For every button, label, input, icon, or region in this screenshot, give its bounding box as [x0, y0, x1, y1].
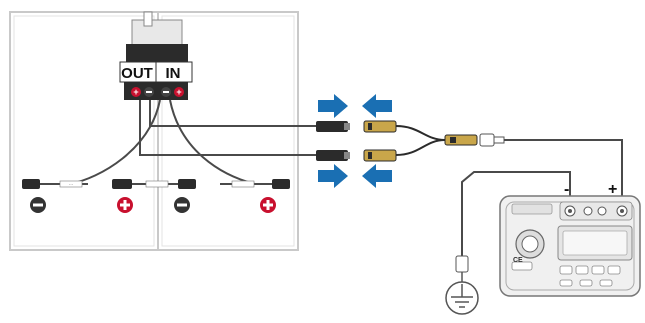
positive-test-lead	[504, 139, 623, 200]
left-minus-badge	[30, 197, 46, 213]
test-probe-plug	[479, 133, 505, 147]
y-cable	[395, 125, 446, 156]
svg-text:···: ···	[69, 182, 73, 187]
mc4-connector-lower-male	[316, 150, 350, 161]
arrow-right-icon-upper	[318, 94, 348, 118]
right-plus-badge	[260, 197, 276, 213]
optimizer-out-plus-terminal: +	[131, 87, 141, 97]
optimizer-out-minus-terminal	[144, 87, 154, 97]
meter-ce-mark: CE	[513, 257, 523, 264]
meter-plus-label: +	[608, 181, 617, 198]
optimizer-out-label: OUT	[121, 65, 153, 82]
panel-lead-right	[220, 179, 290, 189]
optimizer-in-plus-terminal: +	[174, 87, 184, 97]
negative-test-lead	[461, 171, 571, 258]
arrow-left-icon-upper	[362, 94, 392, 118]
left-plus-badge	[117, 197, 133, 213]
arrow-right-icon-lower	[318, 164, 348, 188]
optimizer-in-label: IN	[166, 65, 181, 82]
ground-symbol-icon	[445, 281, 479, 315]
y-connector	[444, 134, 478, 146]
panel-lead-left: ···	[22, 179, 88, 189]
svg-text:+: +	[176, 87, 181, 97]
output-cable-lower	[139, 100, 318, 156]
insulation-tester-icon	[499, 195, 641, 297]
arrow-left-icon-lower	[362, 164, 392, 188]
meter-minus-label: -	[564, 181, 569, 198]
optimizer-in-minus-terminal	[161, 87, 171, 97]
panel-lead-center	[112, 179, 196, 189]
input-cable-right	[169, 99, 256, 185]
mc4-connector-upper-male	[316, 121, 350, 132]
right-minus-badge	[174, 197, 190, 213]
mc4-connector-upper-female	[363, 120, 397, 133]
svg-text:+: +	[133, 87, 138, 97]
mc4-connector-lower-female	[363, 149, 397, 162]
ground-plug	[455, 255, 469, 284]
optimizer-icon	[119, 11, 193, 100]
